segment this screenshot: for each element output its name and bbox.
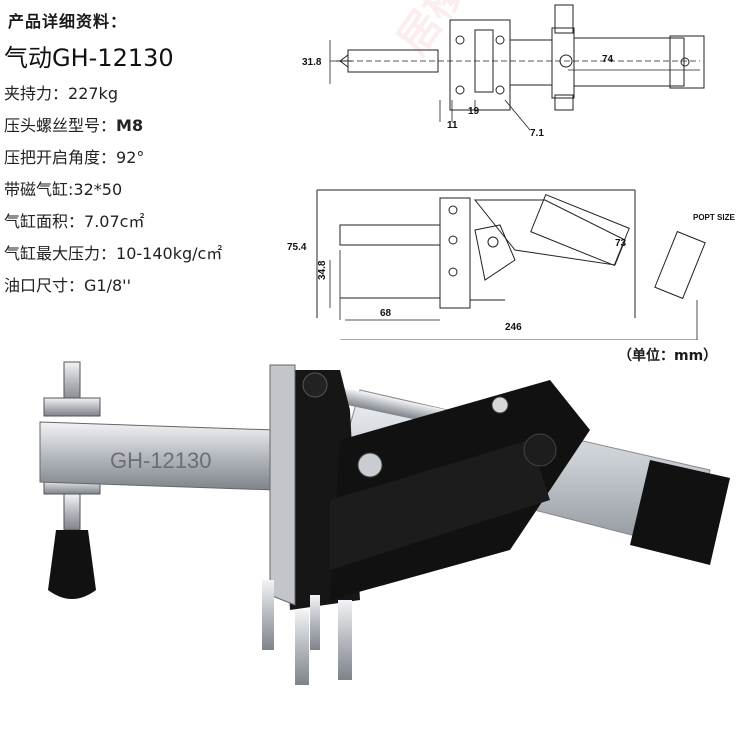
- spec-value: G1/8'': [84, 276, 131, 295]
- pressure-screw: [43, 361, 101, 599]
- section-title: 产品详细资料：: [8, 12, 128, 31]
- dim-total-length: 246: [505, 322, 522, 333]
- dim-cylinder-length: 73: [615, 238, 627, 249]
- spec-value: 32*50: [73, 180, 123, 199]
- spec-label: 夹持力：: [4, 84, 69, 103]
- dim-port-size: POPT SIZE: [693, 213, 735, 222]
- spec-value: 227kg: [68, 84, 118, 103]
- unit-note: （单位：mm）: [618, 348, 718, 364]
- dim-base: 68: [380, 308, 392, 319]
- spec-cylinder: 带磁气缸:32*50: [4, 176, 122, 200]
- clamp-arm: GH-12130: [39, 421, 276, 491]
- dim-height: 31.8: [302, 57, 322, 68]
- dim-total-height: 75.4: [287, 242, 307, 253]
- spec-label: 气缸面积：: [4, 212, 85, 231]
- spec-label: 压把开启角度：: [4, 148, 117, 167]
- spec-label: 压头螺丝型号：: [4, 116, 117, 135]
- spec-open-angle: 压把开启角度：92°: [4, 144, 144, 168]
- arm-engraving: GH-12130: [110, 448, 212, 473]
- dim-a: 11: [447, 120, 458, 131]
- spec-value: 92°: [116, 148, 145, 167]
- dim-c: 7.1: [530, 128, 544, 139]
- mounting-bolts: [262, 580, 352, 685]
- product-model: 气动GH-12130: [4, 44, 174, 72]
- spec-value: 10-140kg/c㎡: [116, 244, 223, 263]
- product-photo: GH-12130: [39, 361, 730, 685]
- top-view-drawing: 31.8 74 11 19 7.1: [302, 4, 705, 139]
- spec-cylinder-area: 气缸面积：7.07c㎡: [4, 208, 144, 232]
- spec-label: 带磁气缸:: [4, 180, 74, 199]
- side-view-drawing: 75.4 34.8 68 246 73 POPT SIZE: [287, 189, 735, 340]
- spec-port-size: 油口尺寸：G1/8'': [4, 272, 131, 296]
- spec-value: 7.07c㎡: [84, 212, 145, 231]
- spec-clamp-force: 夹持力：227kg: [4, 80, 118, 104]
- spec-value: M8: [116, 116, 144, 135]
- spec-label: 油口尺寸：: [4, 276, 85, 295]
- spec-label: 气缸最大压力：: [4, 244, 117, 263]
- clamp-body: [269, 364, 590, 610]
- dim-cylinder: 74: [602, 54, 614, 65]
- spec-max-pressure: 气缸最大压力：10-140kg/c㎡: [4, 240, 222, 264]
- dim-low-height: 34.8: [317, 260, 328, 280]
- dim-b: 19: [468, 106, 480, 117]
- spec-screw-type: 压头螺丝型号：M8: [4, 112, 143, 136]
